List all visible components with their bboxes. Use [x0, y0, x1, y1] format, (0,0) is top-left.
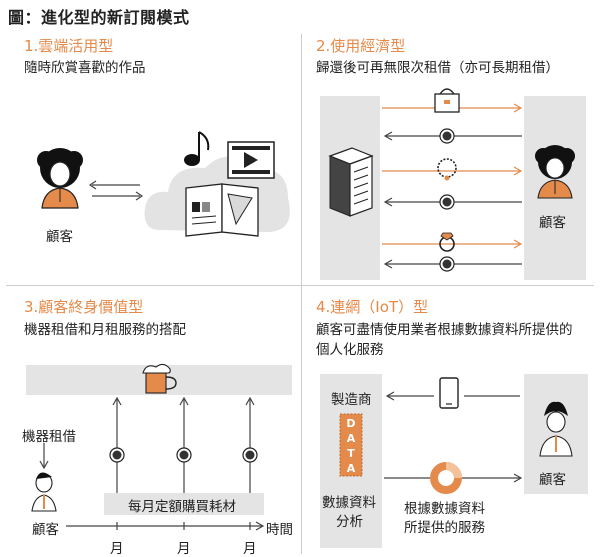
ring-icon [439, 232, 455, 252]
maker-label: 製造商 [331, 392, 372, 408]
data-box [339, 413, 363, 477]
q4-title: 4.連網（IoT）型 [316, 298, 429, 316]
smartphone-icon [439, 377, 459, 409]
q2-diagram [320, 88, 586, 280]
data-arrow [385, 391, 520, 401]
q2-customer-label: 顧客 [539, 215, 566, 231]
service-label-line1: 根據數據資料 [404, 501, 485, 517]
q3-subtitle: 機器租借和月租服務的搭配 [24, 322, 186, 338]
q4-subtitle-line1: 顧客可盡情使用業者根據數據資料所提供的 [316, 322, 573, 338]
coin-icon [176, 447, 192, 463]
data-letter: D [346, 417, 356, 430]
q3-customer-label: 顧客 [32, 522, 59, 538]
data-letter: A [346, 432, 356, 445]
q4-customer-label: 顧客 [539, 472, 566, 488]
customer-icon [37, 148, 83, 209]
coin-icon [439, 256, 455, 272]
music-note-icon [184, 131, 210, 166]
donut-chart-icon [430, 462, 462, 494]
month-label-1: 月 [110, 541, 124, 557]
q4-subtitle-line2: 個人化服務 [316, 342, 384, 358]
analysis-label-line1: 數據資料 [322, 495, 376, 511]
beer-mug-icon [142, 363, 177, 394]
time-label: 時間 [266, 522, 293, 538]
coin-icon [439, 128, 455, 144]
coin-icon [109, 447, 125, 463]
month-label-3: 月 [243, 541, 257, 557]
month-label-2: 月 [177, 541, 191, 557]
q1-arrows [88, 180, 144, 201]
coin-icon [439, 194, 455, 210]
q1-subtitle: 隨時欣賞喜歡的作品 [24, 60, 146, 76]
consumables-box [104, 493, 264, 515]
q3-title: 3.顧客終身價值型 [24, 298, 144, 316]
coin-icon [242, 447, 258, 463]
consumables-label: 每月定額購買耗材 [128, 499, 236, 515]
customer-icon [31, 472, 57, 512]
vertical-divider [301, 34, 302, 554]
customer-icon [535, 145, 575, 199]
handbag-icon [434, 88, 460, 113]
figure-title: 圖：進化型的新訂閱模式 [8, 8, 190, 27]
time-axis [66, 521, 265, 531]
customer-panel [524, 374, 588, 494]
data-letters: D A T A [340, 416, 362, 476]
q4-diagram [320, 374, 588, 548]
q3-diagram [26, 363, 292, 531]
video-player-icon [227, 141, 275, 179]
analysis-label-line2: 分析 [336, 514, 363, 530]
magazine-icon [185, 183, 259, 237]
server-icon [328, 147, 374, 217]
q1-customer-label: 顧客 [46, 229, 73, 245]
data-letter: T [347, 447, 355, 460]
rental-label: 機器租借 [22, 429, 76, 445]
q2-title: 2.使用經濟型 [316, 37, 406, 55]
q1-title: 1.雲端活用型 [24, 37, 114, 55]
customer-icon [539, 401, 573, 457]
q2-subtitle: 歸還後可再無限次租借（亦可長期租借） [316, 60, 559, 76]
data-letter: A [346, 462, 356, 475]
q1-diagram [37, 131, 290, 237]
rental-down-arrow [39, 443, 49, 470]
service-label-line2: 所提供的服務 [404, 520, 485, 536]
horizontal-divider [6, 285, 594, 286]
necklace-icon [437, 158, 457, 181]
